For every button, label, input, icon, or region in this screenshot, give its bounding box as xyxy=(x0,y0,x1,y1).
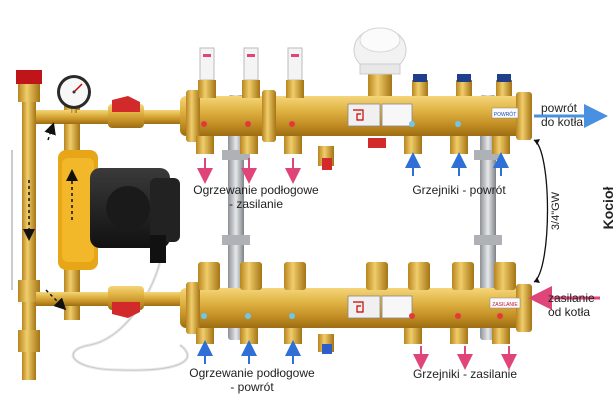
pressure-gauge xyxy=(57,75,91,113)
mounting-bracket-right xyxy=(474,95,502,340)
floor-supply-arrows xyxy=(197,158,301,184)
supply-from-boiler-label: zasilanie od kotła xyxy=(548,291,595,319)
return-to-boiler-label: powrót do kotła xyxy=(541,101,584,129)
floor-return-label: Ogrzewanie podłogowe - powrót xyxy=(189,366,315,394)
supply-manifold: ZASILANIE xyxy=(180,282,532,334)
ball-valve-top xyxy=(108,96,144,128)
pipe-size-label: 3/4"GW xyxy=(550,191,562,231)
flow-meters xyxy=(198,47,304,98)
radiators-supply-label: Grzejniki - zasilanie xyxy=(412,367,518,381)
radiators-return-label: Grzejniki - powrót xyxy=(412,183,506,197)
connection-dimension-bracket xyxy=(533,139,549,283)
radiators-return-arrows xyxy=(405,152,509,176)
return-manifold: POWRÓT xyxy=(180,90,532,142)
return-manifold-outlets xyxy=(196,136,510,170)
supply-manifold-valves xyxy=(198,262,516,290)
radiator-valve-caps xyxy=(412,74,512,96)
thermostatic-head xyxy=(353,27,407,96)
supply-tag: ZASILANIE xyxy=(492,302,518,308)
flow-arrows-mixing xyxy=(23,122,78,311)
ball-valve-bottom xyxy=(108,286,144,318)
circulation-pump xyxy=(58,150,180,270)
radiators-supply-arrows xyxy=(413,346,517,370)
floor-return-arrows xyxy=(197,340,301,364)
floor-supply-label: Ogrzewanie podłogowe - zasilanie xyxy=(193,183,319,211)
boiler-label: Kocioł xyxy=(600,186,615,230)
return-tag: POWRÓT xyxy=(494,111,517,118)
supply-manifold-outlets xyxy=(196,328,510,354)
